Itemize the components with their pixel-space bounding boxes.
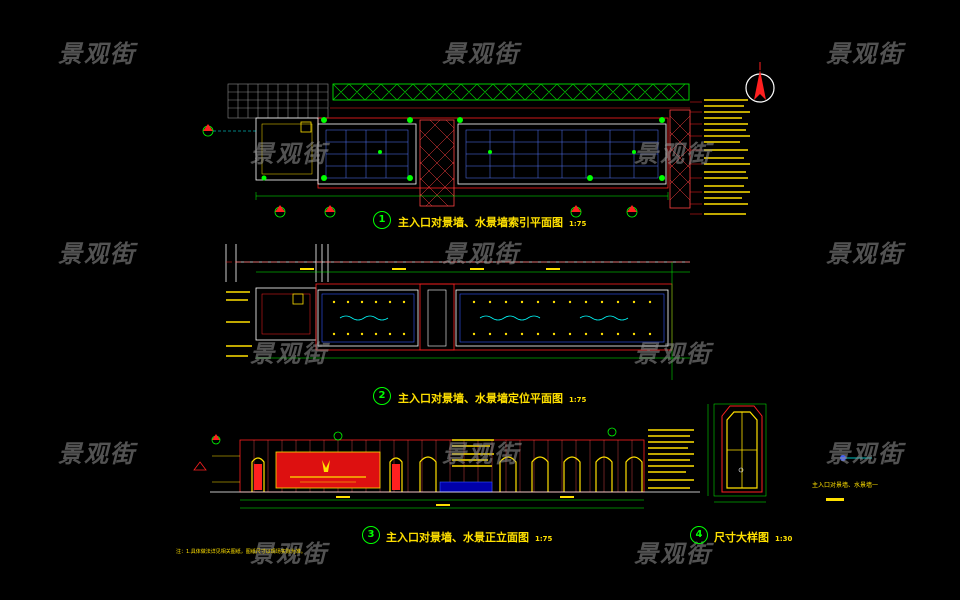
watermark: 景观街 <box>442 40 520 68</box>
drawing-2-plan <box>225 244 690 380</box>
drawing-scale: 1:75 <box>535 535 553 543</box>
watermark: 景观街 <box>442 240 520 268</box>
drawing-title[interactable]: 主入口对景墙、水景正立面图 1:75 <box>386 529 552 545</box>
drawing-4-detail <box>707 403 767 503</box>
drawing-scale: 1:75 <box>569 220 587 228</box>
watermark: 景观街 <box>250 540 328 568</box>
drawing-title-text: 主入口对景墙、水景墙定位平面图 <box>398 392 563 405</box>
north-arrow-icon <box>745 62 775 103</box>
drawing-title-text: 尺寸大样图 <box>714 531 769 544</box>
drawing-title[interactable]: 尺寸大样图 1:30 <box>714 529 792 545</box>
watermark: 景观街 <box>826 40 904 68</box>
side-legend: 主入口对景墙、水景墙一 <box>812 482 879 489</box>
drawing-number-badge: 1 <box>373 211 391 229</box>
watermark: 景观街 <box>58 240 136 268</box>
drawing-title-text: 主入口对景墙、水景正立面图 <box>386 531 529 544</box>
watermark: 景观街 <box>442 440 520 468</box>
watermark: 景观街 <box>250 340 328 368</box>
watermark: 景观街 <box>634 340 712 368</box>
watermark: 景观街 <box>58 440 136 468</box>
watermark: 景观街 <box>250 140 328 168</box>
watermark: 景观街 <box>58 40 136 68</box>
drawing-3-elevation <box>193 427 700 509</box>
footnote: 注：1.具体做法详见相关图纸，图纸尺寸以现场实际为准。 <box>176 549 306 555</box>
watermark: 景观街 <box>826 240 904 268</box>
drawing-title-text: 主入口对景墙、水景墙索引平面图 <box>398 216 563 229</box>
drawing-1-plan <box>202 83 750 218</box>
watermark: 景观街 <box>634 540 712 568</box>
drawing-title[interactable]: 主入口对景墙、水景墙索引平面图 1:75 <box>398 214 586 230</box>
drawing-number-badge: 4 <box>690 526 708 544</box>
legend-marker-icon <box>826 455 872 501</box>
drawing-number-badge: 3 <box>362 526 380 544</box>
watermark: 景观街 <box>826 440 904 468</box>
watermark: 景观街 <box>634 140 712 168</box>
drawing-scale: 1:30 <box>775 535 793 543</box>
drawing-number-badge: 2 <box>373 387 391 405</box>
drawing-scale: 1:75 <box>569 396 587 404</box>
drawing-title[interactable]: 主入口对景墙、水景墙定位平面图 1:75 <box>398 390 586 406</box>
